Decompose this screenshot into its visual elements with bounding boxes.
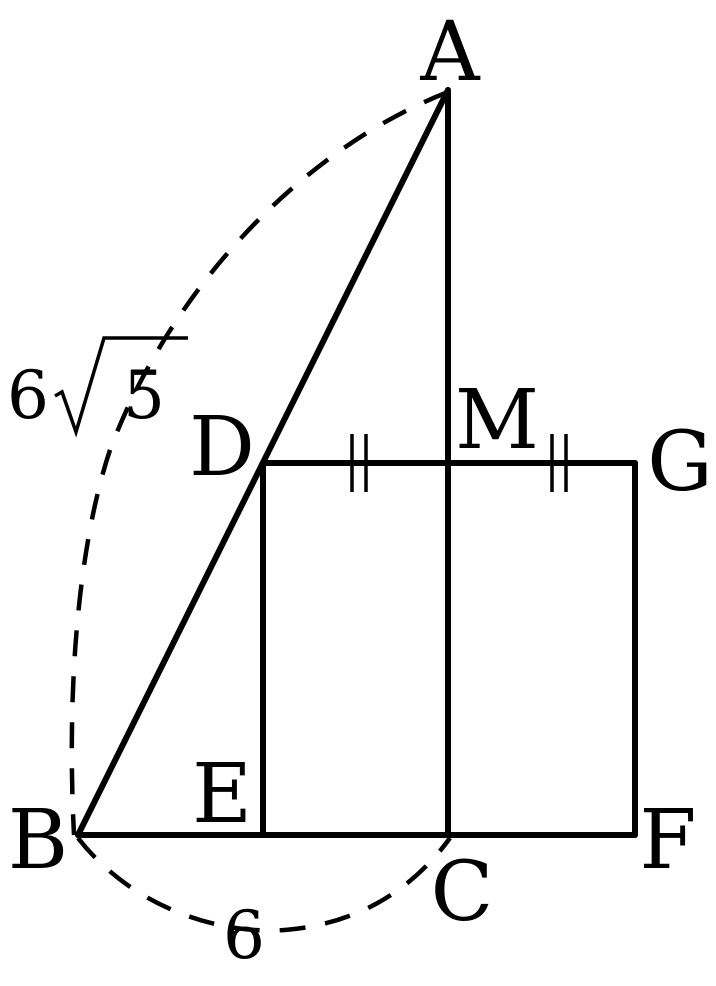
label-point-f: F [640, 793, 697, 888]
label-point-b: B [8, 793, 68, 888]
label-point-m: M [455, 373, 539, 468]
tick-marks-dm [350, 434, 368, 492]
label-point-g: G [647, 415, 713, 510]
label-length-ab-radicand: 5 [123, 357, 165, 434]
arc-bc-dashed [76, 836, 452, 933]
label-point-e: E [192, 747, 252, 842]
label-length-bc: 6 [223, 897, 265, 974]
label-point-c: C [431, 845, 494, 940]
label-length-ab: 6 5 [7, 336, 188, 438]
tick-marks-mg [550, 434, 568, 492]
radical-sign [54, 336, 188, 438]
label-point-a: A [419, 5, 481, 100]
arc-ab-dashed [69, 89, 449, 836]
label-length-ab-coefficient: 6 [7, 357, 49, 434]
label-point-d: D [189, 400, 255, 495]
